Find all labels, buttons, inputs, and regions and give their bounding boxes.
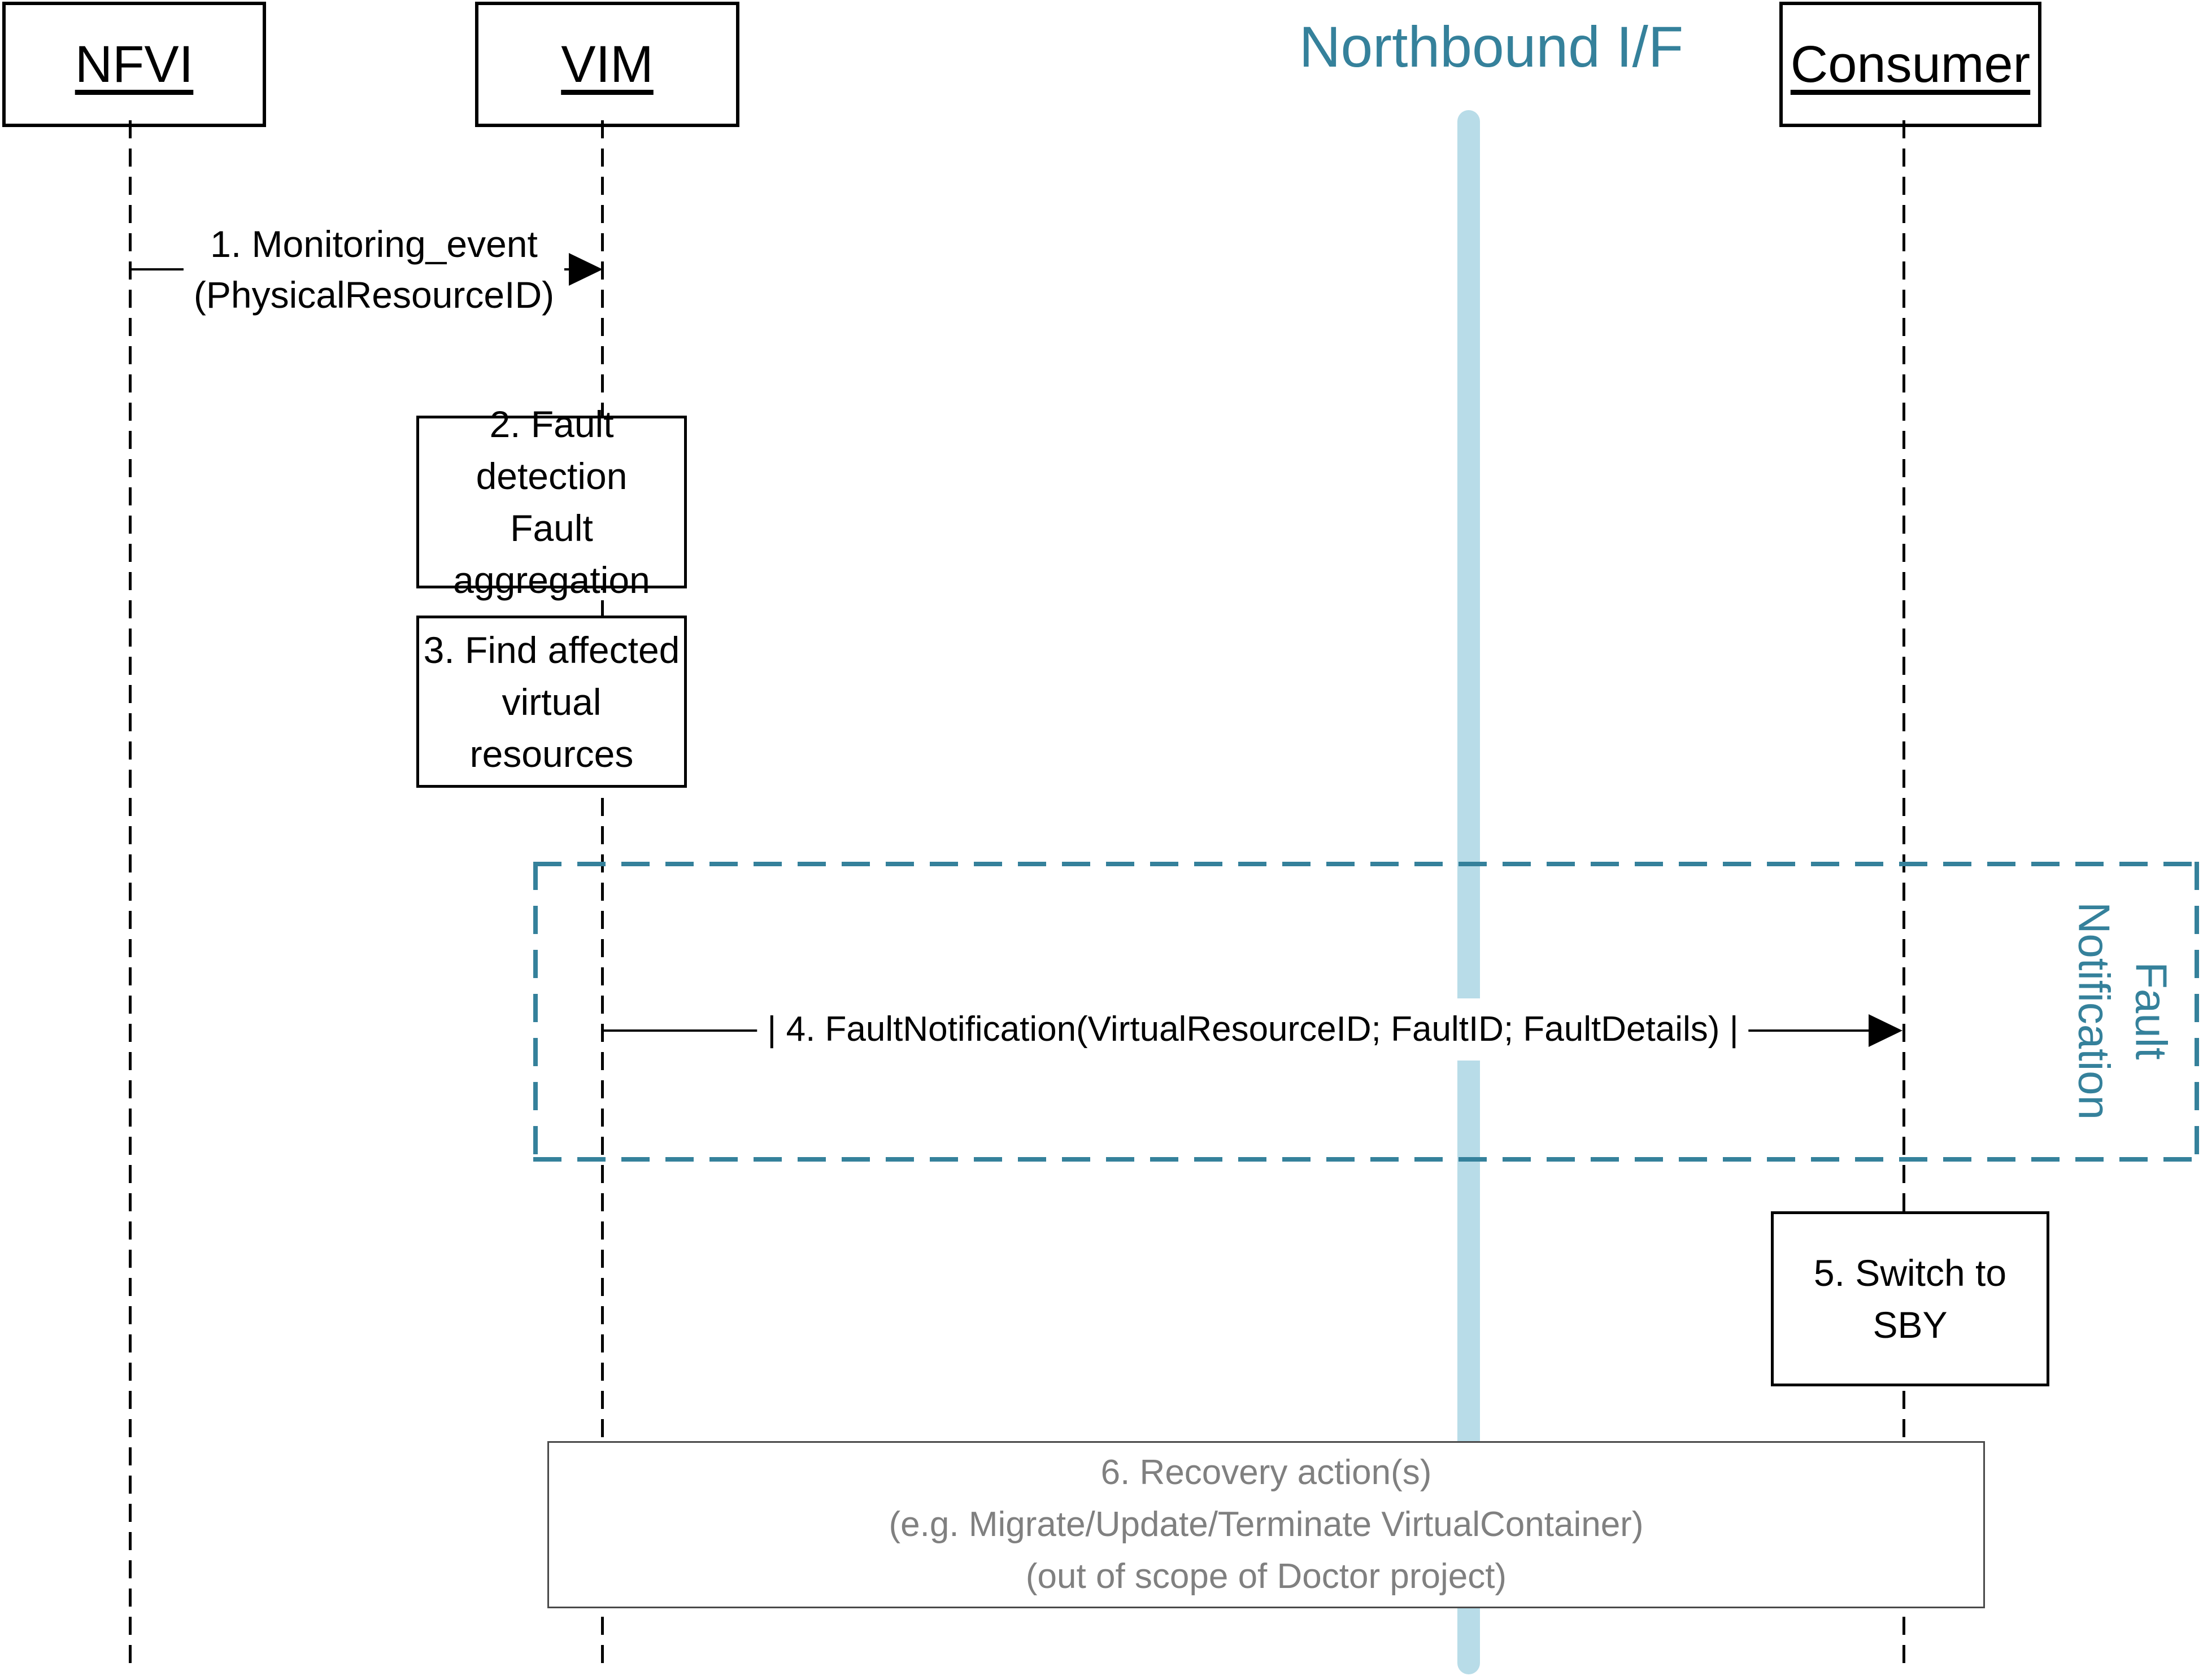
frame-label-line2: Notification: [2069, 902, 2119, 1120]
actor-label-vim: VIM: [561, 35, 654, 93]
activity-box-3-find-affected: 3. Find affected virtual resources: [416, 616, 687, 788]
message-1-label: 1. Monitoring_event (PhysicalResourceID): [183, 219, 565, 320]
activity-3-line1: 3. Find affected: [423, 629, 680, 671]
activity-6-line3: (out of scope of Doctor project): [1025, 1557, 1507, 1596]
actor-box-consumer: Consumer: [1779, 2, 2041, 127]
actor-box-nfvi: NFVI: [2, 2, 266, 127]
frame-edge-bottom: [533, 1157, 2199, 1162]
message-4-label-text: | 4. FaultNotification(VirtualResourceID…: [767, 1010, 1739, 1049]
activity-2-line2: Fault aggregation: [453, 507, 650, 601]
frame-edge-right: [2195, 862, 2199, 1162]
frame-edge-top: [533, 862, 2199, 866]
message-1-label-line1: 1. Monitoring_event: [210, 223, 538, 265]
activity-2-line1: 2. Fault detection: [476, 403, 628, 497]
activity-box-6-recovery-actions: 6. Recovery action(s) (e.g. Migrate/Upda…: [547, 1441, 1985, 1608]
activity-box-2-fault-detection: 2. Fault detection Fault aggregation: [416, 403, 687, 601]
message-1-label-line2: (PhysicalResourceID): [193, 274, 555, 316]
fault-notification-frame: [533, 862, 2199, 1162]
fault-notification-frame-label: Fault Notification: [2065, 902, 2180, 1120]
lifeline-consumer: [1902, 120, 1905, 1672]
activity-5-line2: SBY: [1873, 1304, 1948, 1346]
actor-label-nfvi: NFVI: [75, 35, 194, 93]
frame-edge-left: [533, 862, 538, 1162]
frame-label-line1: Fault: [2126, 962, 2176, 1060]
message-4-arrowhead-icon: [1869, 1014, 1902, 1047]
activity-3-line2: virtual resources: [469, 680, 634, 775]
message-4-label: | 4. FaultNotification(VirtualResourceID…: [757, 998, 1749, 1061]
actor-label-consumer: Consumer: [1790, 35, 2031, 93]
lifeline-vim: [601, 120, 604, 1672]
actor-box-vim: VIM: [475, 2, 739, 127]
message-1-arrowhead-icon: [569, 253, 603, 286]
lifeline-nfvi: [129, 120, 132, 1672]
activity-6-line1: 6. Recovery action(s): [1100, 1453, 1432, 1492]
activity-6-line2: (e.g. Migrate/Update/Terminate VirtualCo…: [889, 1505, 1644, 1544]
activity-box-5-switch-to-sby: 5. Switch to SBY: [1771, 1211, 2049, 1386]
diagram-title: Northbound I/F: [1299, 15, 1684, 79]
northbound-interface-lifeline: [1457, 110, 1480, 1674]
activity-5-line1: 5. Switch to: [1813, 1252, 2007, 1294]
